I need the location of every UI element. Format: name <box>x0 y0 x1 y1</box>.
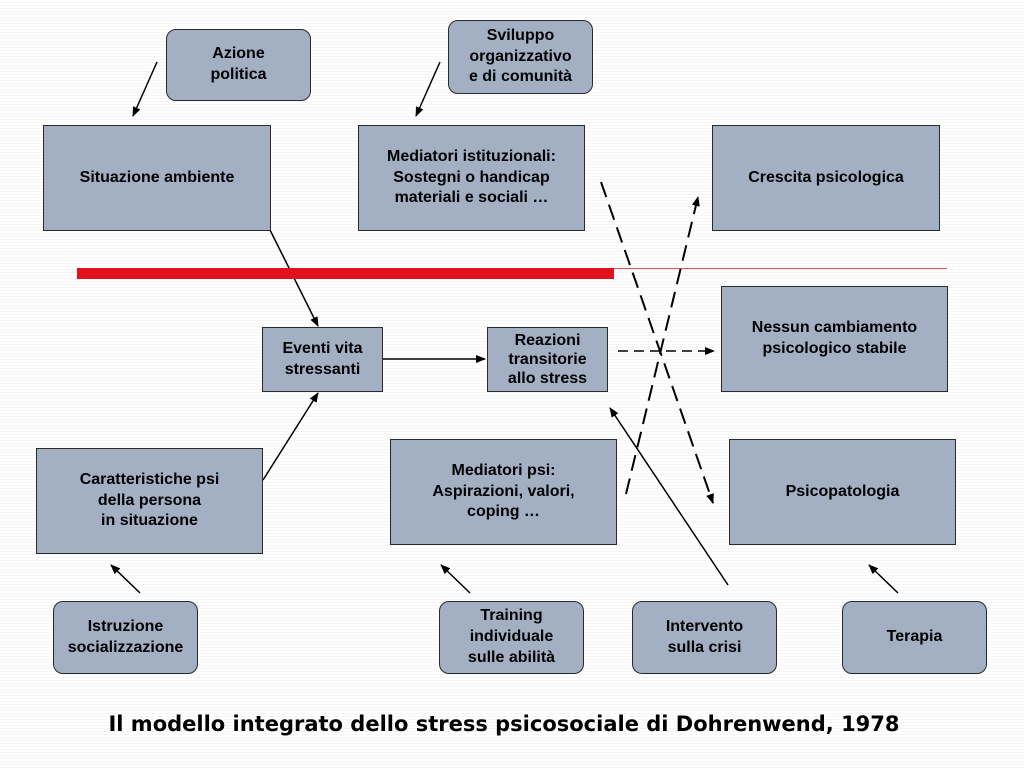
dashed-arrow-to-psicopatologia <box>600 181 714 504</box>
crescita-psicologica-box: Crescita psicologica <box>712 125 940 231</box>
mediatori-psi-box: Mediatori psi: Aspirazioni, valori, copi… <box>390 439 617 545</box>
caratteristiche-psi-box: Caratteristiche psi della persona in sit… <box>36 448 263 554</box>
dashed-arrow-to-crescita <box>625 196 700 495</box>
reazioni-transitorie-box: Reazioni transitorie allo stress <box>487 327 608 392</box>
intervento-crisi-box: Intervento sulla crisi <box>632 601 777 674</box>
arrow-sviluppo-to-mediatori-istituzionali <box>415 61 441 117</box>
situazione-ambiente-box: Situazione ambiente <box>43 125 271 231</box>
training-individuale-box: Training individuale sulle abilità <box>439 601 584 674</box>
mediatori-istituzionali-box: Mediatori istituzionali: Sostegni o hand… <box>358 125 585 231</box>
azione-politica-box: Azione politica <box>166 29 311 101</box>
diagram-caption: Il modello integrato dello stress psicos… <box>108 712 900 736</box>
red-divider-line <box>614 268 947 269</box>
terapia-box: Terapia <box>842 601 987 674</box>
arrow-terapia-to-psicopatologia <box>868 564 899 594</box>
red-divider-band <box>77 268 614 279</box>
psicopatologia-box: Psicopatologia <box>729 439 956 545</box>
arrow-azione-to-situazione <box>132 61 158 117</box>
eventi-vita-stressanti-box: Eventi vita stressanti <box>262 327 383 392</box>
arrow-intervento-to-reazioni <box>609 407 729 586</box>
nessun-cambiamento-box: Nessun cambiamento psicologico stabile <box>721 286 948 392</box>
sviluppo-organizzativo-box: Sviluppo organizzativo e di comunità <box>448 20 593 94</box>
arrow-istruzione-to-caratteristiche <box>110 564 141 594</box>
istruzione-socializzazione-box: Istruzione socializzazione <box>53 601 198 674</box>
arrow-training-to-mediatori-psi <box>440 564 471 594</box>
arrow-caratteristiche-to-eventi <box>262 392 319 481</box>
